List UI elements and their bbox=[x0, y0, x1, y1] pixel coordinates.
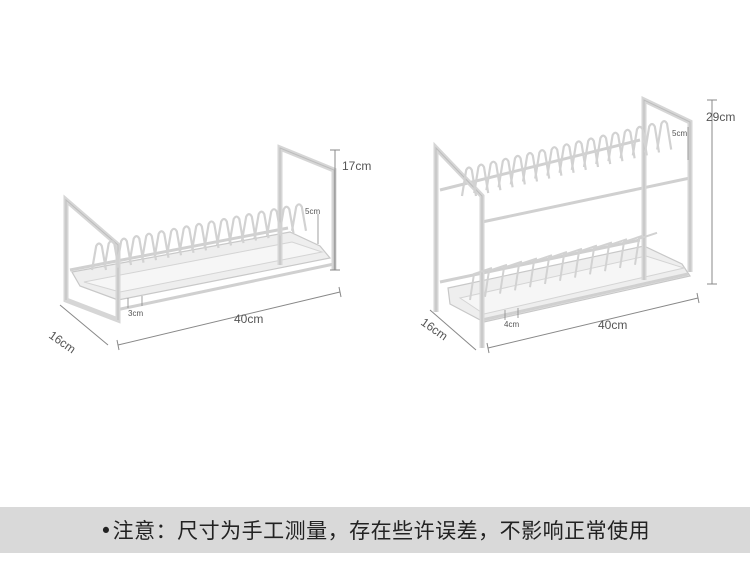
wire-prong bbox=[546, 146, 563, 176]
wire-prong bbox=[178, 225, 195, 254]
single-length-dimension bbox=[116, 286, 342, 351]
double-slot-gap-dimension bbox=[504, 308, 519, 320]
bowl-wire bbox=[484, 263, 508, 297]
single-length-label: 40cm bbox=[234, 312, 263, 326]
double-left-end-frame bbox=[433, 141, 485, 348]
bowl-wire bbox=[469, 267, 493, 301]
single-left-end-frame bbox=[63, 194, 121, 324]
wire-prong bbox=[595, 134, 612, 165]
double-height-label: 29cm bbox=[706, 110, 735, 124]
wire-prong bbox=[619, 128, 636, 159]
double-lower-bowl-wires bbox=[469, 231, 658, 301]
wire-prong bbox=[290, 203, 308, 231]
wire-prong bbox=[128, 235, 145, 263]
wire-prong bbox=[240, 213, 258, 241]
bowl-wire bbox=[544, 251, 568, 285]
double-depth-dimension bbox=[429, 309, 477, 351]
wire-prong bbox=[153, 230, 170, 258]
single-slot-gap-dimension bbox=[127, 296, 143, 308]
wire-prong bbox=[643, 122, 661, 153]
wire-prong bbox=[656, 120, 673, 150]
bowl-wire bbox=[514, 257, 538, 291]
wire-prong bbox=[509, 154, 526, 185]
wire-prong bbox=[582, 137, 600, 168]
wire-prong bbox=[228, 215, 245, 244]
product-dimension-illustration: 17cm 40cm 16cm 5cm 3cm bbox=[46, 96, 735, 356]
bowl-wire bbox=[499, 260, 523, 294]
double-depth-label: 16cm bbox=[418, 315, 450, 343]
wire-prong bbox=[607, 131, 624, 162]
single-tier-rack: 17cm 40cm 16cm 5cm 3cm bbox=[46, 144, 371, 356]
wire-prong bbox=[278, 205, 295, 234]
wire-prong bbox=[460, 166, 478, 197]
wire-prong bbox=[190, 222, 208, 251]
wire-prong bbox=[534, 149, 551, 179]
single-height-dimension bbox=[330, 149, 340, 271]
bowl-wire bbox=[604, 238, 628, 272]
wire-prong bbox=[473, 163, 490, 194]
single-depth-dimension bbox=[59, 304, 109, 346]
bowl-wire bbox=[589, 241, 613, 275]
wire-prong bbox=[90, 242, 108, 271]
wire-prong bbox=[570, 140, 587, 171]
wire-prong bbox=[485, 160, 502, 191]
bowl-wire bbox=[529, 254, 553, 288]
double-length-label: 40cm bbox=[598, 318, 627, 332]
wire-prong bbox=[521, 151, 539, 182]
wire-prong bbox=[253, 210, 270, 239]
bowl-wire bbox=[559, 247, 583, 281]
single-slot-gap-label: 3cm bbox=[128, 309, 143, 318]
double-length-dimension bbox=[486, 292, 700, 354]
single-depth-label: 16cm bbox=[46, 328, 78, 356]
wire-prong bbox=[631, 125, 648, 156]
wire-prong bbox=[497, 157, 514, 188]
wire-prong bbox=[265, 208, 283, 236]
bowl-wire bbox=[619, 235, 643, 269]
note-bar: •注意：尺寸为手工测量，存在些许误差，不影响正常使用 bbox=[0, 507, 750, 553]
single-height-label: 17cm bbox=[342, 159, 371, 173]
wire-prong bbox=[103, 239, 120, 268]
wire-prong bbox=[203, 220, 220, 249]
wire-prong bbox=[115, 237, 133, 266]
measurement-note: •注意：尺寸为手工测量，存在些许误差，不影响正常使用 bbox=[99, 519, 651, 543]
double-slot-gap-label: 4cm bbox=[504, 320, 519, 329]
double-height-dimension bbox=[707, 99, 717, 285]
wire-prong bbox=[558, 143, 575, 173]
double-slot-height-label: 5cm bbox=[672, 129, 687, 138]
single-slot-height-label: 5cm bbox=[305, 207, 320, 216]
wire-prong bbox=[140, 232, 158, 261]
double-tier-rack: 29cm 40cm 16cm 5cm 4cm bbox=[418, 96, 735, 354]
bowl-wire bbox=[574, 244, 598, 278]
double-upper-plate-prongs bbox=[460, 120, 673, 197]
single-plate-prongs bbox=[90, 203, 308, 271]
bowl-wire bbox=[634, 231, 658, 265]
wire-prong bbox=[165, 227, 183, 256]
wire-prong bbox=[215, 217, 233, 246]
